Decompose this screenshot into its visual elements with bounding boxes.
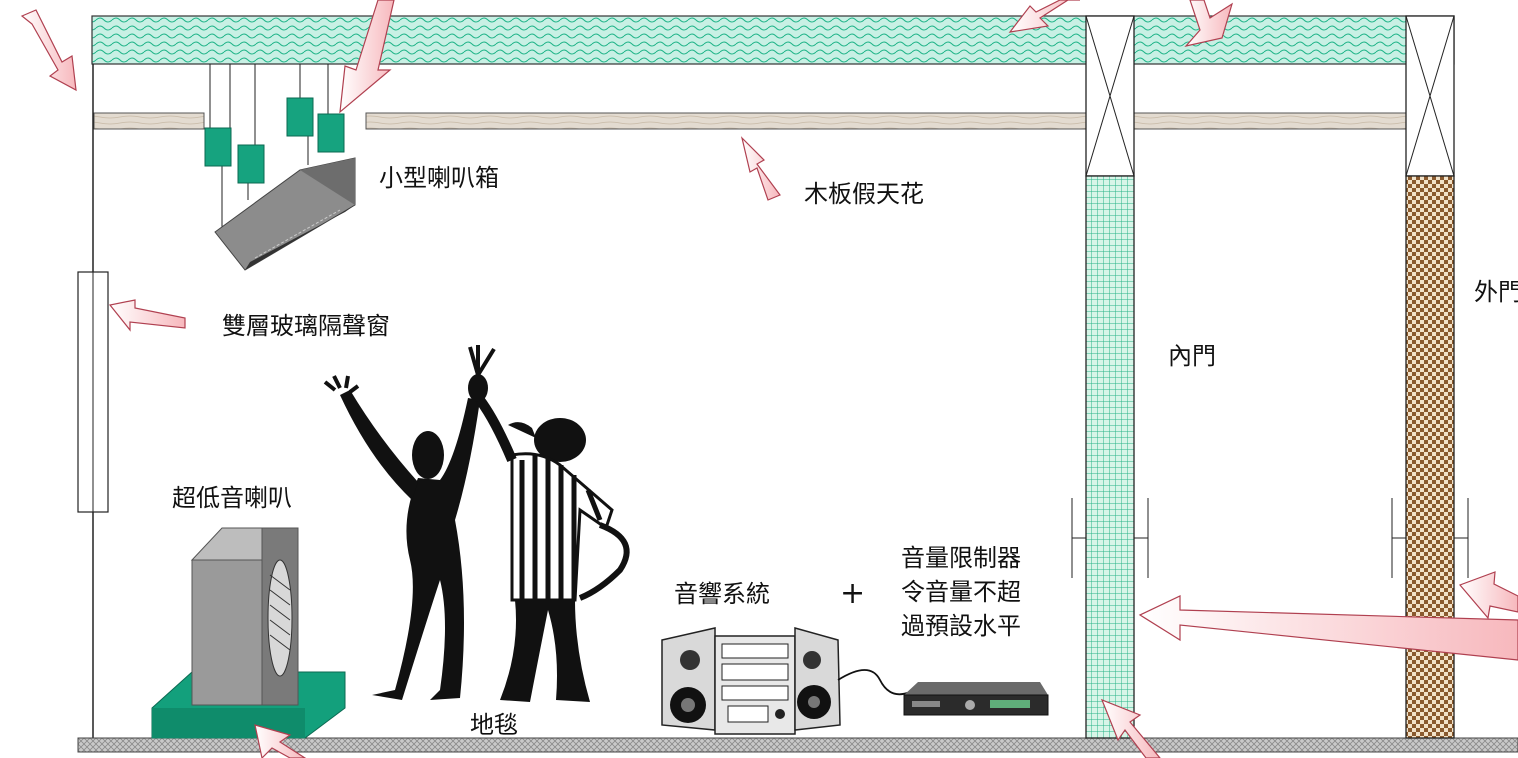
plus-sign: + <box>840 576 865 611</box>
false-ceiling-right <box>365 112 1409 130</box>
stereo-system-icon <box>661 627 911 735</box>
label-limiter-line3: 過預設水平 <box>901 612 1021 640</box>
label-double-glazing: 雙層玻璃隔聲窗 <box>222 312 390 340</box>
label-carpet: 地毯 <box>470 711 518 739</box>
label-small-speaker: 小型喇叭箱 <box>379 164 499 192</box>
false-ceiling-left <box>93 112 205 130</box>
sound-arrow-icon <box>20 0 1518 758</box>
label-sound-system: 音響系統 <box>674 580 770 608</box>
label-outer-door: 外門 <box>1474 278 1518 306</box>
label-limiter-line1: 音量限制器 <box>901 544 1021 572</box>
volume-limiter-icon <box>903 682 1049 716</box>
dancers-icon <box>323 345 630 702</box>
label-inner-door: 內門 <box>1168 342 1216 370</box>
label-subwoofer: 超低音喇叭 <box>172 484 292 512</box>
small-speaker-icon <box>204 64 356 271</box>
label-limiter-line2: 令音量不超 <box>901 578 1021 606</box>
ceiling-slab <box>91 15 1455 65</box>
floor <box>77 737 1518 753</box>
subwoofer-icon <box>151 527 346 739</box>
label-wood-ceiling: 木板假天花 <box>804 180 924 208</box>
inner-door <box>1071 15 1149 739</box>
